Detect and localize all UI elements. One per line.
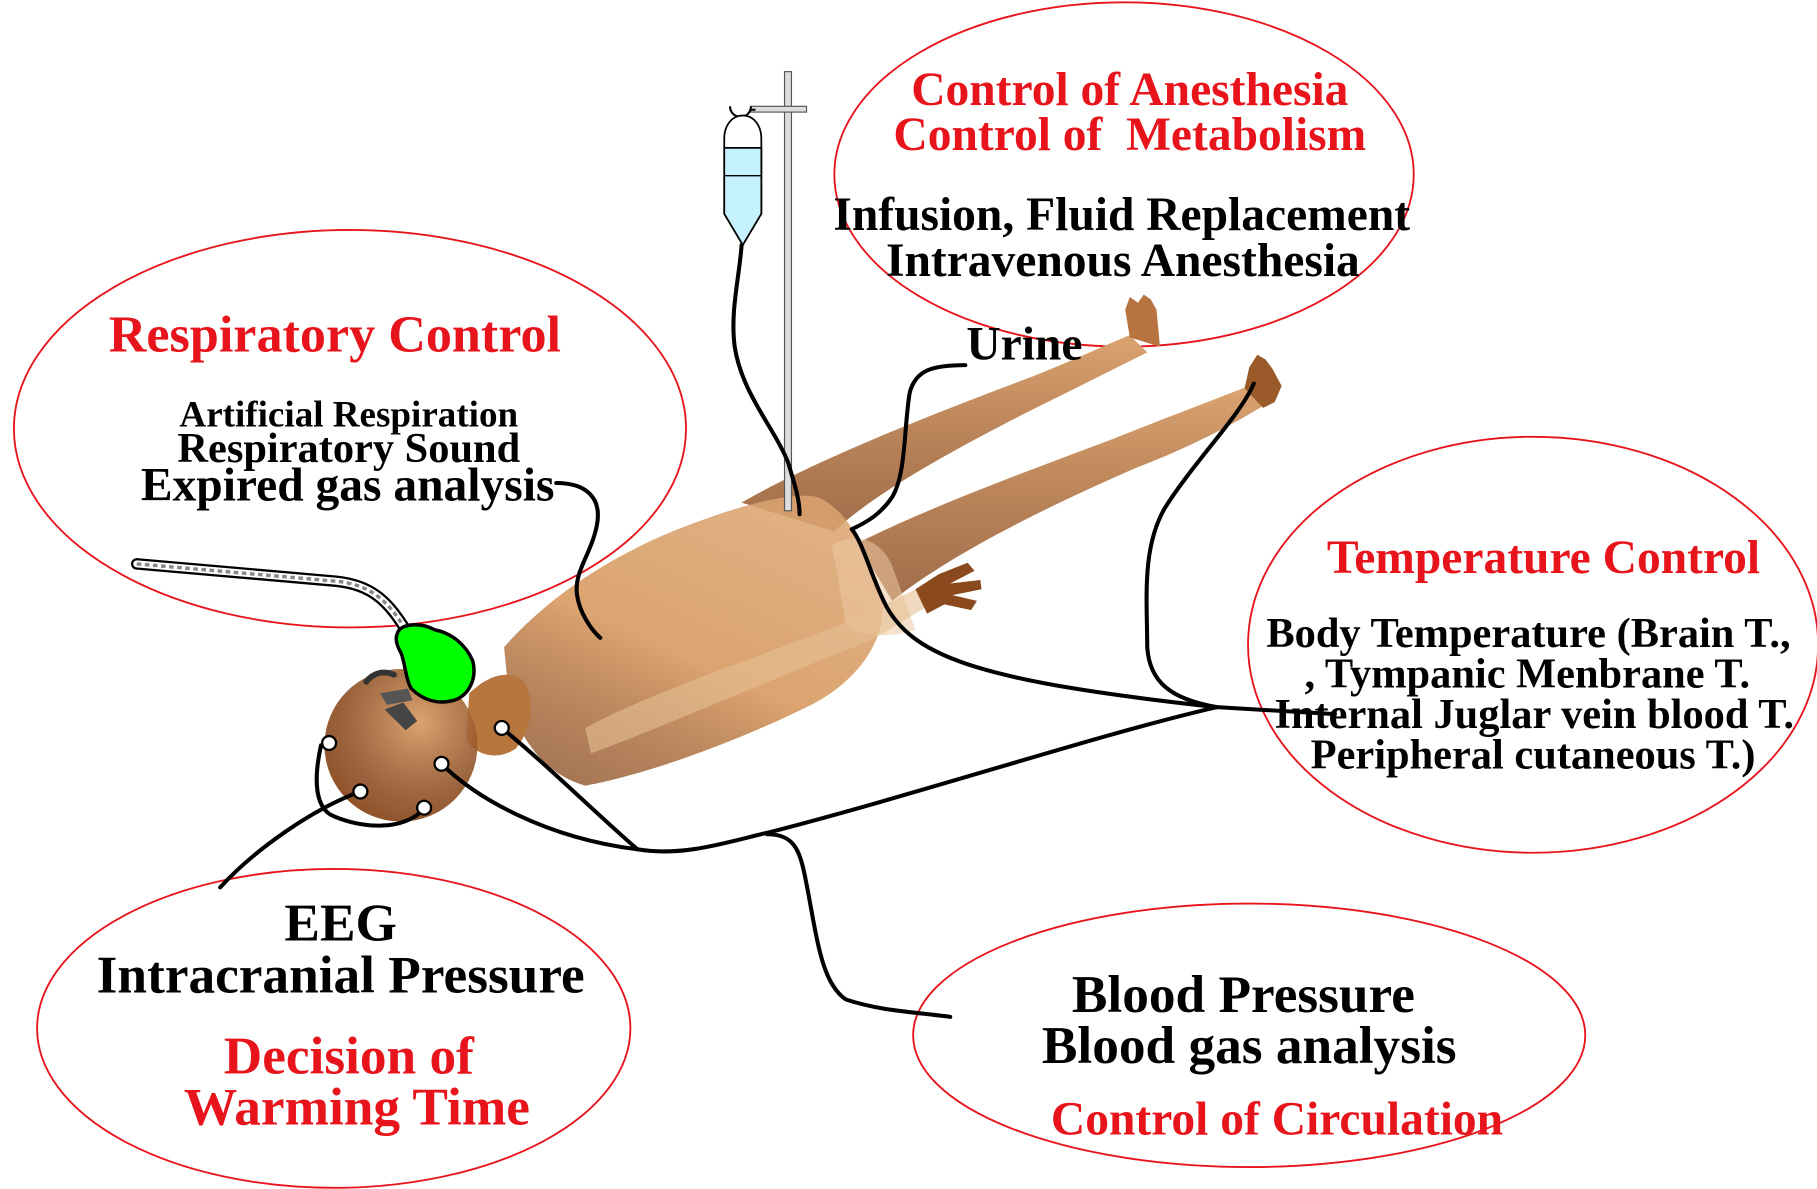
patient-figure [324, 295, 1281, 822]
temperature-title: Temperature Control [1327, 532, 1760, 584]
electrode [417, 801, 431, 815]
electrode [322, 736, 336, 750]
anesthesia-item-infusion: Infusion, Fluid Replacement [833, 189, 1410, 241]
neuro-title-line-2: Warming Time [184, 1077, 530, 1136]
respiratory-title: Respiratory Control [109, 306, 561, 363]
leg-right [858, 387, 1266, 601]
circulation-title: Control of Circulation [1051, 1094, 1503, 1146]
temperature-item-peripheral: Peripheral cutaneous T.) [1311, 731, 1756, 778]
electrode [495, 721, 509, 735]
blood-pressure-wire [767, 834, 950, 1017]
neuro-item-eeg: EEG [284, 894, 397, 953]
breathing-tube [137, 564, 406, 630]
anesthesia-item-intravenous: Intravenous Anesthesia [886, 235, 1360, 287]
circulation-item-blood-gas: Blood gas analysis [1042, 1016, 1457, 1075]
electrode [435, 757, 449, 771]
urine-label: Urine [966, 318, 1082, 370]
neuro-item-intracranial: Intracranial Pressure [97, 946, 585, 1005]
respiratory-item-expired-gas: Expired gas analysis [141, 459, 555, 511]
iv-crossbar [751, 106, 807, 112]
iv-fluid [724, 148, 761, 245]
anesthesia-title-line-2: Control of Metabolism [893, 109, 1366, 161]
iv-pole [785, 72, 792, 511]
eeg-wire-lead [220, 792, 360, 888]
anesthesia-ellipse [834, 2, 1413, 346]
electrode [353, 785, 367, 799]
